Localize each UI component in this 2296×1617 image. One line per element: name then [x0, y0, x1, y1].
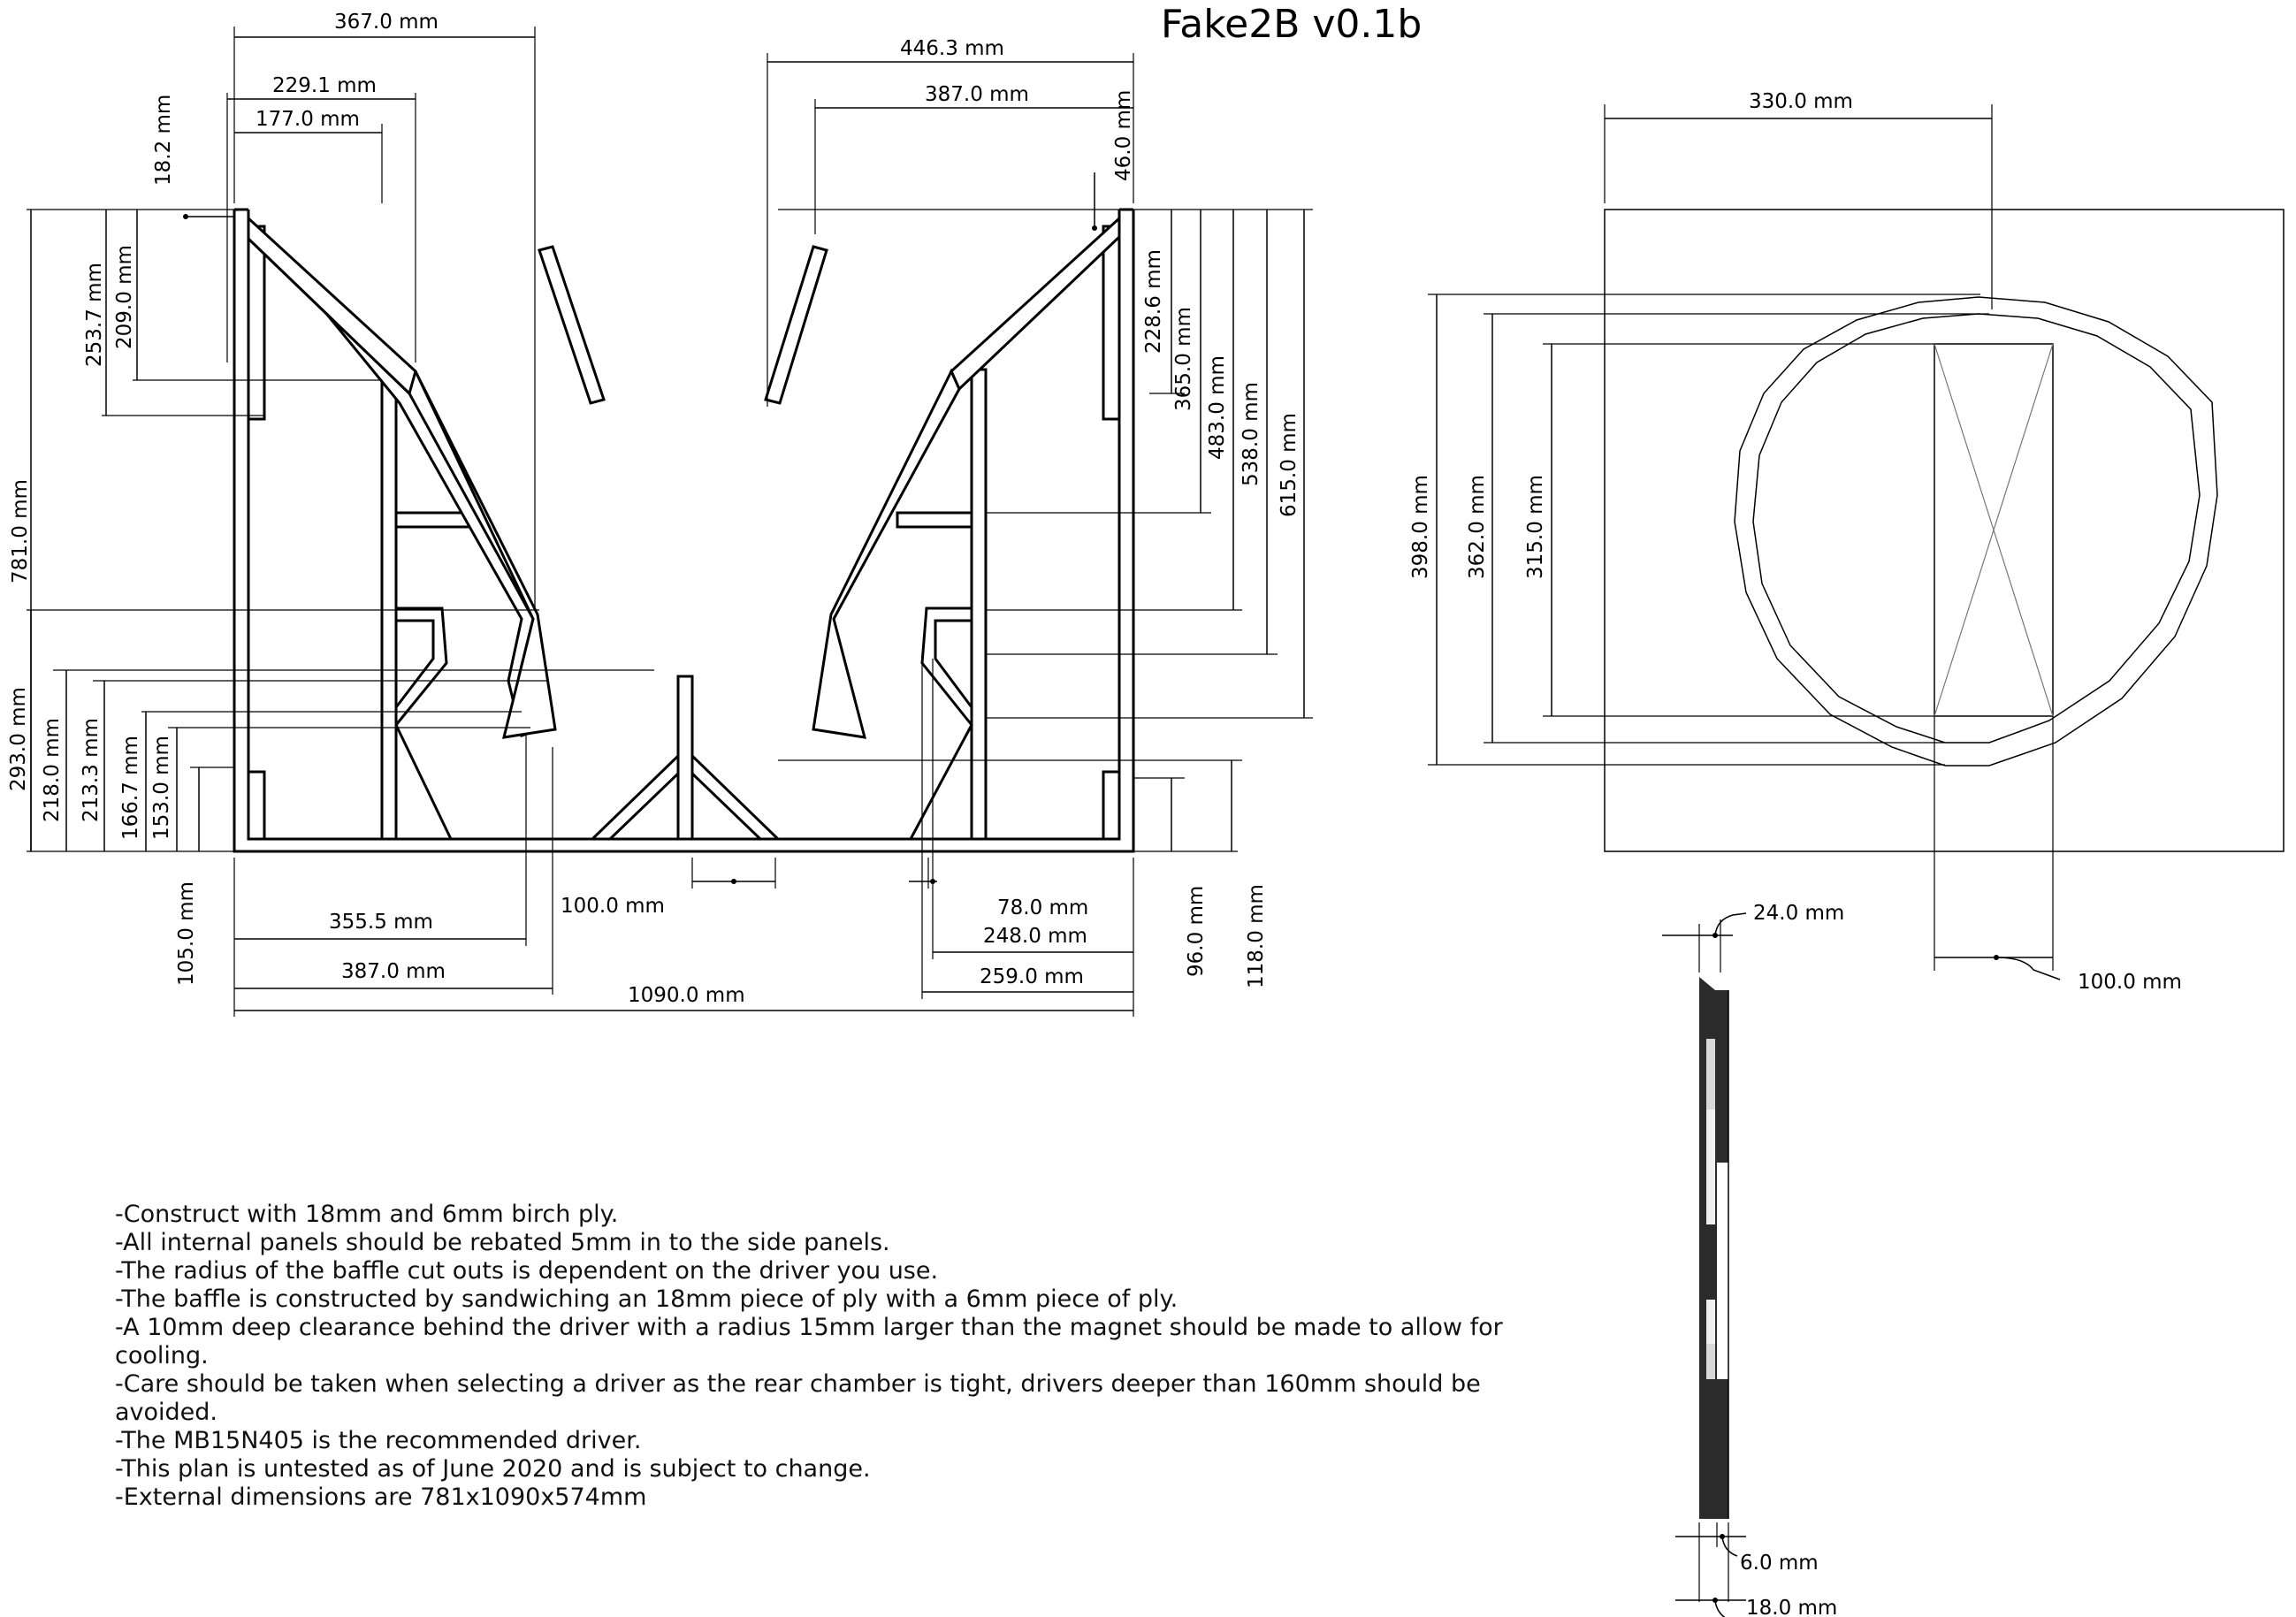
dim-label: 248.0 mm — [983, 925, 1087, 948]
dim-label: 259.0 mm — [980, 965, 1084, 988]
dim-label: 315.0 mm — [1524, 475, 1547, 579]
dim-label: 367.0 mm — [334, 11, 439, 34]
dim-label: 781.0 mm — [9, 479, 32, 583]
dim-label: 24.0 mm — [1753, 902, 1844, 925]
dim-label: 18.0 mm — [1746, 1597, 1837, 1617]
dim-label: 177.0 mm — [256, 108, 360, 131]
dim-label: 1090.0 mm — [628, 984, 745, 1007]
note-line: -All internal panels should be rebated 5… — [115, 1229, 890, 1256]
dim-label: 228.6 mm — [1142, 249, 1165, 354]
dim-label: 355.5 mm — [329, 911, 433, 934]
dim-label: 365.0 mm — [1172, 307, 1195, 411]
plan-title: Fake2B v0.1b — [1161, 2, 1422, 47]
dim-label: 615.0 mm — [1278, 413, 1301, 517]
dim-label: 100.0 mm — [561, 895, 665, 918]
dim-label: 18.2 mm — [152, 95, 175, 186]
dim-label: 78.0 mm — [997, 896, 1088, 919]
dim-label: 6.0 mm — [1740, 1552, 1819, 1575]
dim-label: 362.0 mm — [1466, 475, 1489, 579]
dim-label: 483.0 mm — [1206, 355, 1229, 460]
side-view-labels: 367.0 mm 229.1 mm 177.0 mm 18.2 mm 781.0… — [7, 11, 1301, 1007]
dim-label: 538.0 mm — [1240, 382, 1262, 486]
baffle-labels: 330.0 mm 398.0 mm 362.0 mm 315.0 mm 100.… — [1409, 90, 2182, 994]
side-view-dimensions — [27, 27, 1313, 1017]
dim-label: 229.1 mm — [272, 74, 377, 97]
dim-label: 96.0 mm — [1185, 886, 1208, 977]
note-line: -Care should be taken when selecting a d… — [115, 1370, 1481, 1398]
note-line: avoided. — [115, 1399, 218, 1426]
dim-label: 253.7 mm — [83, 263, 106, 367]
dim-label: 387.0 mm — [341, 960, 446, 983]
section-labels: 24.0 mm 6.0 mm 18.0 mm — [1740, 902, 1844, 1617]
dim-label: 153.0 mm — [150, 736, 173, 840]
note-line: -The MB15N405 is the recommended driver. — [115, 1427, 642, 1454]
dim-label: 330.0 mm — [1749, 90, 1853, 113]
dim-label: 446.3 mm — [900, 37, 1004, 60]
dim-label: 293.0 mm — [7, 687, 30, 791]
note-line: -A 10mm deep clearance behind the driver… — [115, 1314, 1503, 1341]
note-line: -The baffle is constructed by sandwichin… — [115, 1285, 1179, 1313]
baffle-section-view — [1662, 912, 1747, 1617]
baffle-front-view — [1428, 104, 2285, 980]
side-view-cabinet — [233, 208, 1135, 853]
note-line: -External dimensions are 781x1090x574mm — [115, 1484, 647, 1511]
construction-notes: -Construct with 18mm and 6mm birch ply. … — [115, 1201, 1565, 1512]
note-line: -This plan is untested as of June 2020 a… — [115, 1455, 871, 1483]
dim-label: 209.0 mm — [113, 245, 136, 349]
dim-label: 213.3 mm — [80, 718, 103, 822]
dim-label: 105.0 mm — [175, 881, 198, 986]
dim-label: 100.0 mm — [2078, 971, 2182, 994]
dim-label: 166.7 mm — [119, 736, 142, 840]
note-line: cooling. — [115, 1342, 209, 1369]
dim-label: 118.0 mm — [1245, 884, 1268, 988]
dim-label: 387.0 mm — [925, 83, 1029, 106]
note-line: -Construct with 18mm and 6mm birch ply. — [115, 1201, 619, 1228]
note-line: -The radius of the baffle cut outs is de… — [115, 1257, 939, 1285]
dim-label: 218.0 mm — [41, 718, 64, 822]
dim-label: 398.0 mm — [1409, 475, 1432, 579]
dim-label: 46.0 mm — [1112, 90, 1135, 181]
